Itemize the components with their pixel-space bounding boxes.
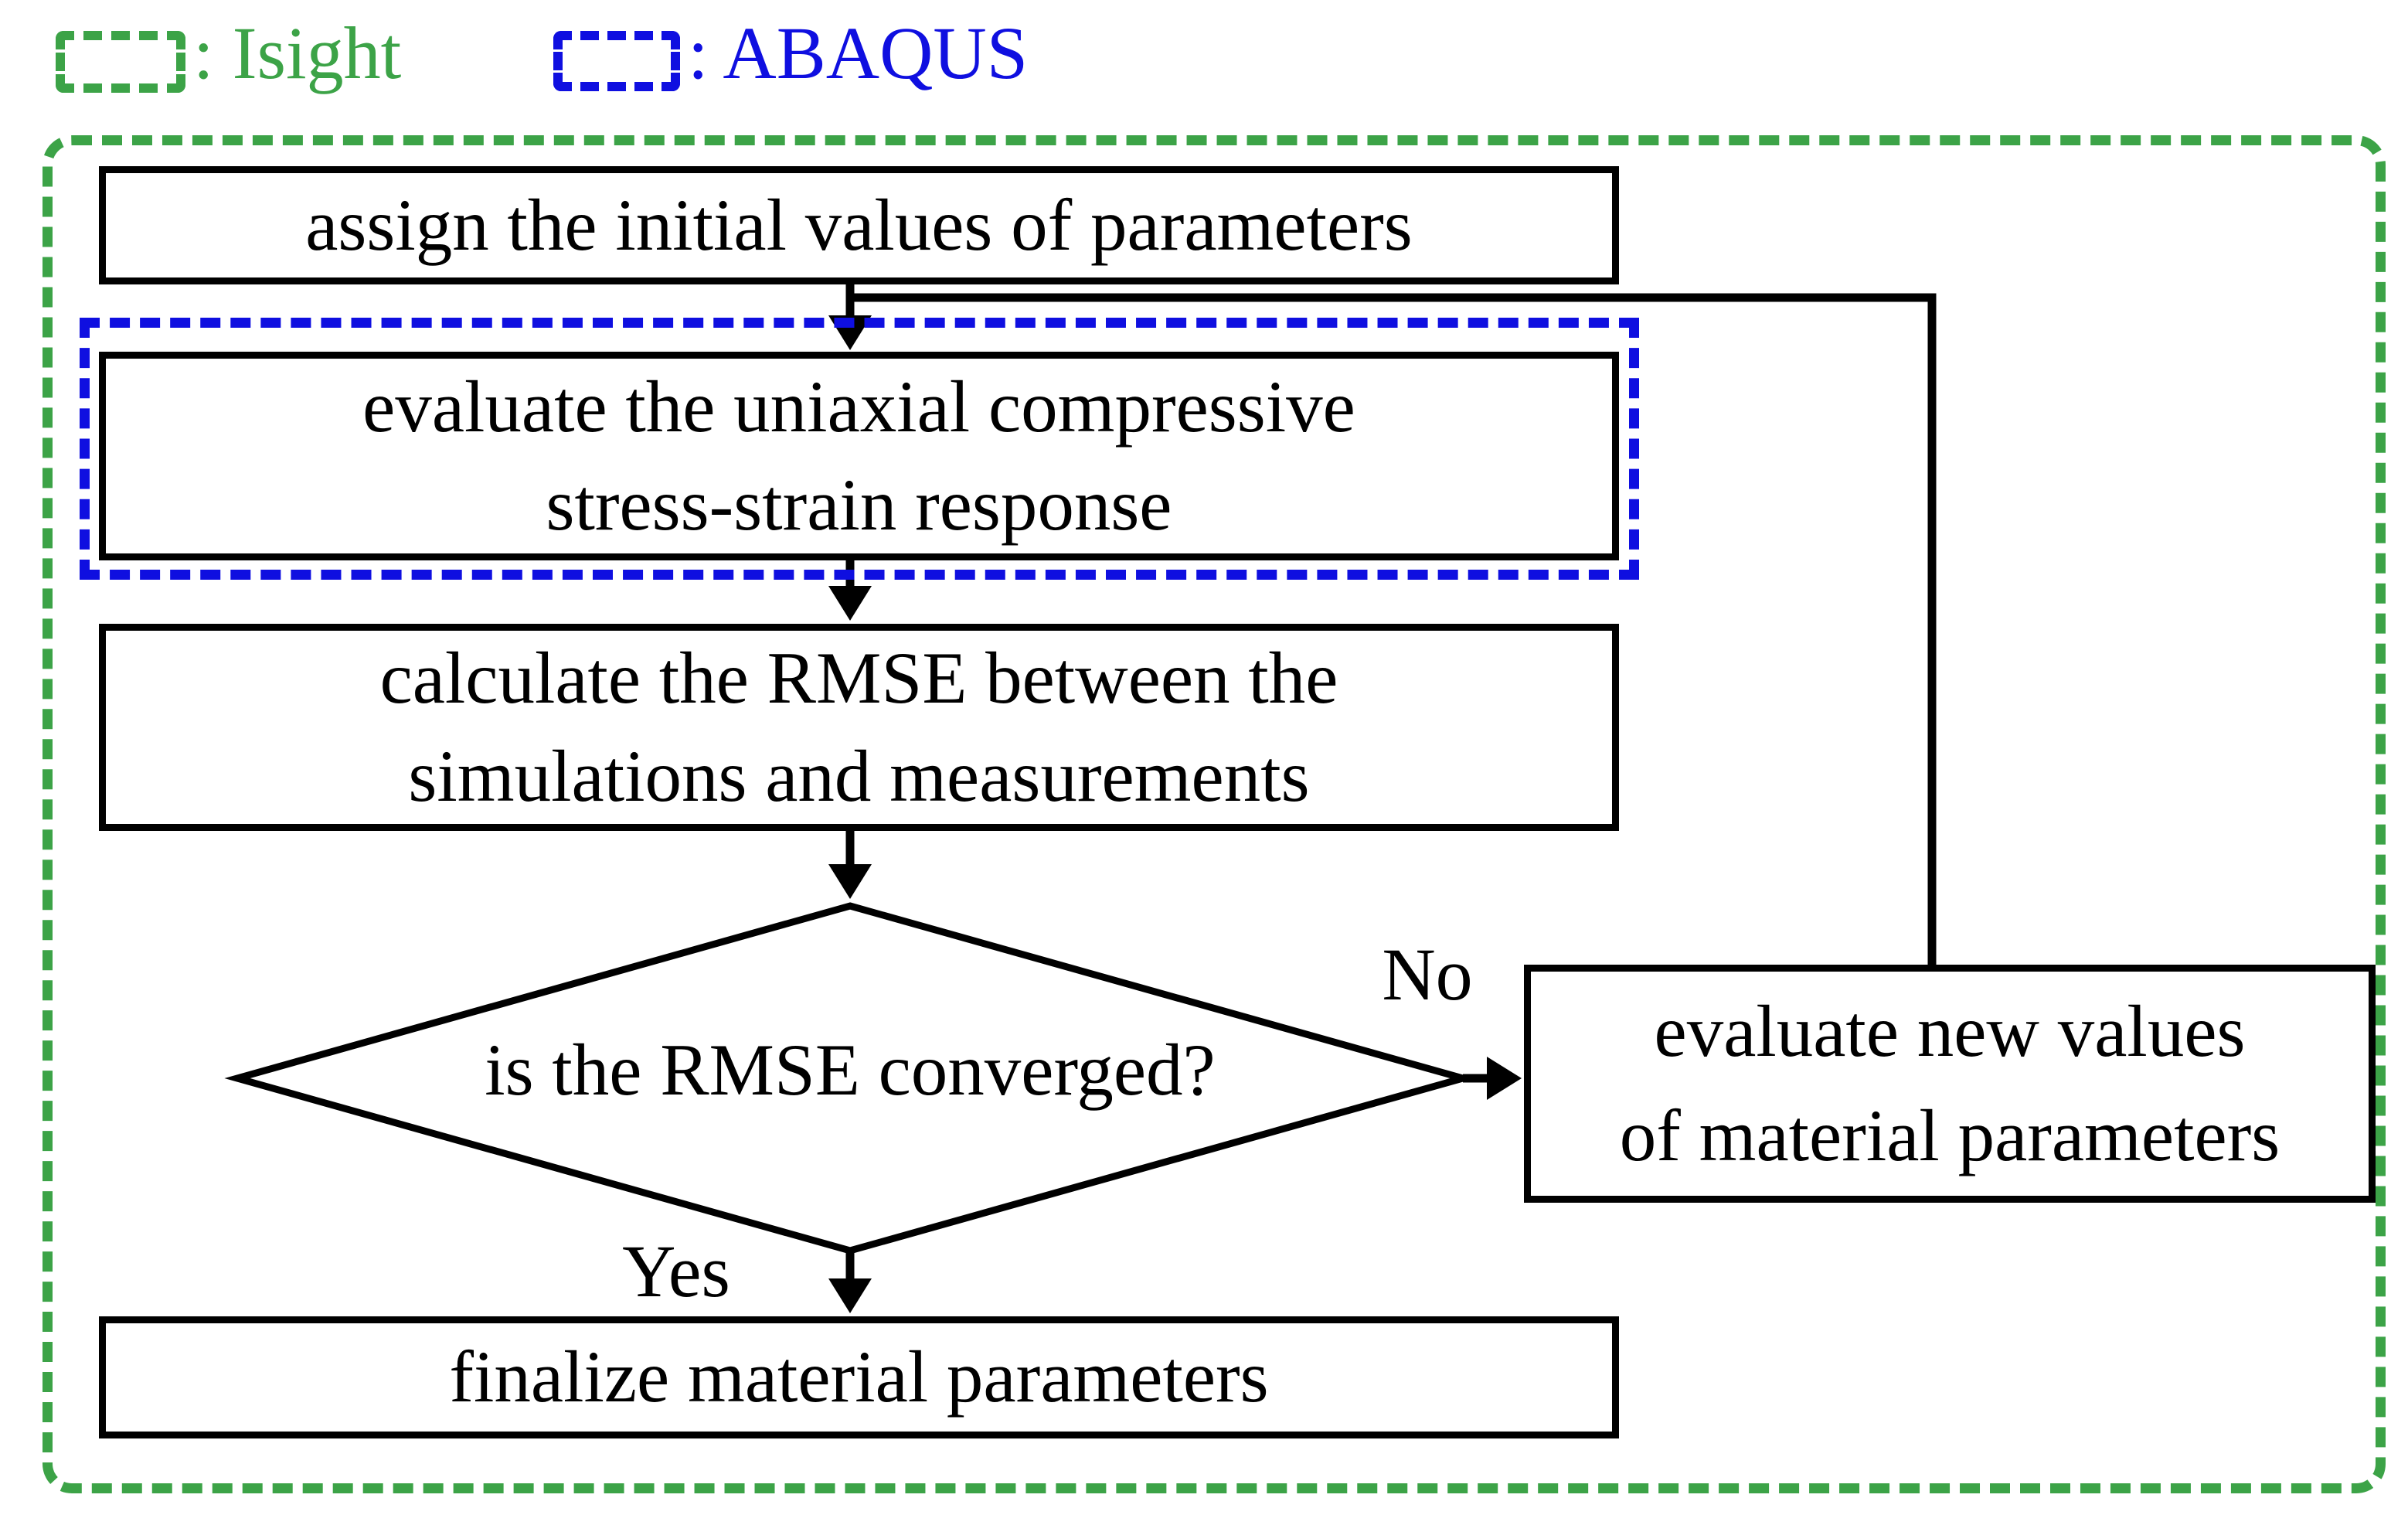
branch-yes-label: Yes (622, 1230, 730, 1312)
step-evaluate-response-line1: evaluate the uniaxial compressive (362, 365, 1355, 448)
step-calculate-rmse: calculate the RMSE between the simulatio… (99, 624, 1619, 831)
legend-abaqus-label: : ABAQUS (688, 12, 1029, 94)
legend-abaqus-swatch (553, 31, 680, 91)
arrow-yes-head (828, 1278, 872, 1313)
step-assign-initial-values: assign the initial values of parameters (99, 166, 1619, 284)
step-calculate-rmse-line2: simulations and measurements (408, 735, 1310, 817)
arrow-rmse-to-decision-head (828, 864, 872, 899)
decision-label: is the RMSE converged? (485, 1029, 1216, 1111)
step-evaluate-response: evaluate the uniaxial compressive stress… (99, 352, 1619, 560)
step-evaluate-new-values-line2: of material parameters (1619, 1095, 2280, 1176)
legend-isight-label: : Isight (193, 12, 402, 94)
legend-isight-swatch (56, 31, 185, 93)
feedback-line (850, 293, 1937, 966)
step-finalize-parameters: finalize material parameters (99, 1316, 1619, 1438)
abaqus-boundary-box (80, 318, 1639, 580)
isight-boundary-box (43, 135, 2386, 1493)
step-calculate-rmse-line1: calculate the RMSE between the (379, 636, 1338, 719)
arrow-no-head (1487, 1057, 1522, 1100)
step-finalize-parameters-text: finalize material parameters (449, 1336, 1269, 1418)
branch-no-label: No (1382, 933, 1473, 1016)
arrow-evaluate-to-rmse-head (828, 586, 872, 621)
step-evaluate-response-line2: stress-strain response (546, 464, 1172, 546)
step-evaluate-new-values: evaluate new values of material paramete… (1524, 965, 2376, 1203)
step-assign-initial-values-text: assign the initial values of parameters (305, 183, 1413, 266)
step-evaluate-new-values-line1: evaluate new values (1654, 990, 2246, 1073)
